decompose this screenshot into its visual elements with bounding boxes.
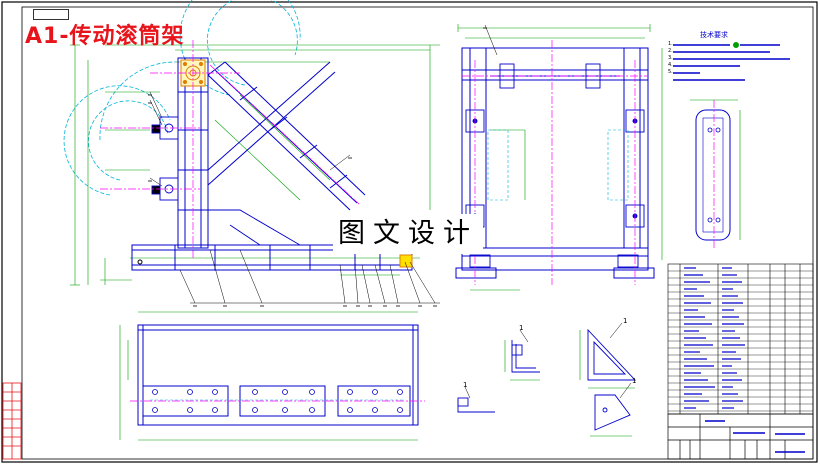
center-lines: [100, 40, 361, 258]
gusset-plate: [208, 209, 302, 246]
detail-dims: [504, 330, 635, 437]
tech-item: 1.: [668, 41, 673, 47]
title-block-text: [705, 420, 805, 453]
title-block: [667, 413, 814, 460]
revision-block: [2, 382, 22, 460]
detail-label: 1: [463, 381, 468, 389]
lower-dims: [100, 258, 400, 285]
inner-frame: [21, 6, 814, 460]
detail-leaders: [464, 322, 632, 399]
tech-text-lines: [673, 44, 790, 81]
detail-label: 1: [623, 317, 628, 325]
sheet-stamp: [33, 9, 69, 20]
side-bearings: [465, 63, 645, 268]
detail-label: 1: [519, 324, 524, 332]
parts-list: [667, 263, 814, 415]
drum-arcs: [63, 0, 301, 196]
left-bearing-seats: [151, 116, 179, 201]
watermark-text: 图文设计: [333, 214, 483, 254]
side-hidden: [487, 129, 629, 201]
side-view: [455, 24, 663, 291]
tech-requirements: 技术要求: [700, 30, 728, 40]
tech-item: 2.: [668, 48, 673, 54]
part-callouts: [149, 91, 440, 304]
bracket-details: [457, 328, 637, 431]
tech-item: 4.: [668, 62, 673, 68]
side-dims: [457, 24, 663, 291]
detail-label: 1: [632, 377, 637, 385]
tech-requirements-heading: 技术要求: [700, 31, 728, 39]
drawing-title: A1-传动滚筒架: [25, 24, 185, 49]
tech-item: 5.: [668, 69, 673, 75]
plate-detail: [690, 99, 741, 250]
front-view: [63, 0, 440, 304]
tech-item: 3.: [668, 55, 673, 61]
plan-view: [119, 311, 425, 441]
tech-item-list: 1. 2. 3. 4. 5.: [668, 41, 673, 76]
parts-list-rows: [668, 270, 813, 412]
callout-markers: [148, 27, 487, 307]
side-frame: [455, 47, 655, 279]
parts-list-text: [684, 267, 745, 409]
